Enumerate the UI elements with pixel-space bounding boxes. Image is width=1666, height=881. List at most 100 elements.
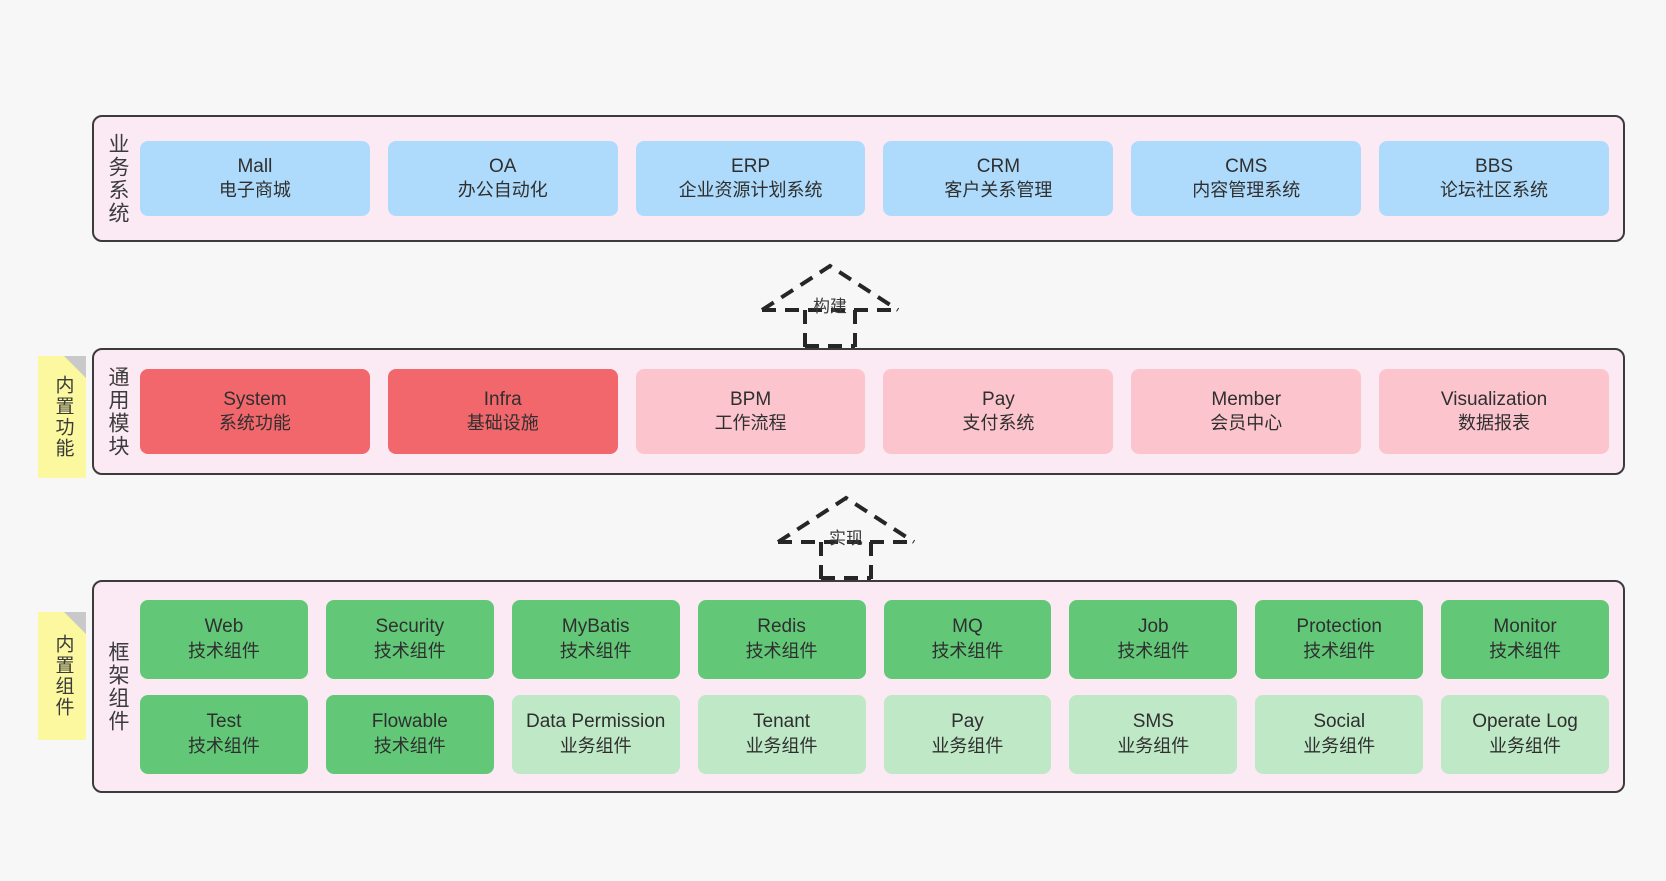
card-title: MQ (952, 616, 983, 638)
connector-build-label: 构建 (813, 297, 847, 316)
card-title: Protection (1296, 616, 1382, 638)
card-title: SMS (1132, 711, 1174, 733)
business-system-layer-title: 业务系统 (106, 132, 130, 225)
framework-component-row-2: Test 技术组件 Flowable 技术组件 Data Permission … (140, 694, 1609, 774)
card-title: Job (1137, 616, 1169, 638)
module-card-member[interactable]: Member 会员中心 (1131, 369, 1362, 454)
card-title: Social (1313, 711, 1366, 733)
card-title: Monitor (1493, 616, 1557, 638)
card-subtitle: 技术组件 (187, 640, 260, 661)
card-title: Test (206, 711, 242, 733)
card-subtitle: 支付系统 (962, 413, 1035, 434)
card-title: Redis (757, 616, 806, 638)
card-subtitle: 技术组件 (1489, 640, 1562, 661)
module-card-pay[interactable]: Pay 支付系统 (883, 369, 1114, 454)
card-title: MyBatis (561, 616, 630, 638)
connector-build: 构建 (752, 258, 908, 348)
module-card-system[interactable]: System 系统功能 (140, 369, 370, 454)
card-title: BPM (729, 388, 772, 410)
card-title: BBS (1475, 155, 1514, 177)
card-title: Web (204, 616, 244, 638)
common-module-layer: 通用模块 System 系统功能 Infra 基础设施 BPM 工作流程 Pay… (92, 348, 1625, 475)
card-subtitle: 客户关系管理 (944, 180, 1053, 201)
note-fold-icon (64, 612, 86, 634)
card-title: Flowable (371, 711, 448, 733)
card-subtitle: 工作流程 (714, 413, 787, 434)
framework-component-layer: 框架组件 Web 技术组件 Security 技术组件 MyBatis 技术组件… (92, 580, 1625, 793)
component-card-job[interactable]: Job 技术组件 (1069, 599, 1238, 679)
component-card-redis[interactable]: Redis 技术组件 (697, 599, 866, 679)
card-subtitle: 技术组件 (559, 640, 632, 661)
module-card-infra[interactable]: Infra 基础设施 (387, 369, 618, 454)
card-title: ERP (731, 155, 771, 177)
card-subtitle: 技术组件 (1117, 640, 1190, 661)
module-card-bpm[interactable]: BPM 工作流程 (635, 369, 866, 454)
card-title: Pay (982, 388, 1015, 410)
component-card-web[interactable]: Web 技术组件 (140, 599, 308, 679)
card-title: Infra (483, 388, 522, 410)
card-title: Operate Log (1472, 711, 1578, 733)
common-module-cards: System 系统功能 Infra 基础设施 BPM 工作流程 Pay 支付系统… (140, 350, 1623, 473)
card-subtitle: 电子商城 (218, 180, 291, 201)
card-subtitle: 技术组件 (745, 640, 818, 661)
card-subtitle: 技术组件 (187, 735, 260, 756)
component-card-protection[interactable]: Protection 技术组件 (1255, 599, 1424, 679)
component-card-monitor[interactable]: Monitor 技术组件 (1441, 599, 1609, 679)
component-card-social[interactable]: Social 业务组件 (1255, 694, 1424, 774)
connector-implement: 实现 (768, 490, 924, 580)
card-subtitle: 业务组件 (745, 735, 818, 756)
card-title: Member (1211, 388, 1282, 410)
component-card-operate-log[interactable]: Operate Log 业务组件 (1441, 694, 1609, 774)
note-builtin-features-text: 内置功能 (52, 375, 74, 459)
card-subtitle: 系统功能 (218, 413, 291, 434)
component-card-data-permission[interactable]: Data Permission 业务组件 (511, 694, 680, 774)
business-card-mall[interactable]: Mall 电子商城 (140, 141, 370, 216)
component-card-mq[interactable]: MQ 技术组件 (883, 599, 1052, 679)
business-system-layer: 业务系统 Mall 电子商城 OA 办公自动化 ERP 企业资源计划系统 CRM… (92, 115, 1625, 242)
component-card-sms[interactable]: SMS 业务组件 (1069, 694, 1238, 774)
card-title: CMS (1225, 155, 1268, 177)
common-module-row: System 系统功能 Infra 基础设施 BPM 工作流程 Pay 支付系统… (140, 369, 1609, 454)
component-card-mybatis[interactable]: MyBatis 技术组件 (511, 599, 680, 679)
card-title: Tenant (753, 711, 811, 733)
component-card-test[interactable]: Test 技术组件 (140, 694, 308, 774)
card-subtitle: 数据报表 (1458, 413, 1531, 434)
card-title: Security (375, 616, 445, 638)
card-subtitle: 技术组件 (373, 640, 446, 661)
note-builtin-components-text: 内置组件 (52, 634, 74, 718)
component-card-flowable[interactable]: Flowable 技术组件 (325, 694, 494, 774)
card-subtitle: 业务组件 (931, 735, 1004, 756)
business-system-row: Mall 电子商城 OA 办公自动化 ERP 企业资源计划系统 CRM 客户关系… (140, 141, 1609, 216)
component-card-tenant[interactable]: Tenant 业务组件 (697, 694, 866, 774)
note-fold-icon (64, 356, 86, 378)
card-subtitle: 办公自动化 (457, 180, 548, 201)
card-subtitle: 论坛社区系统 (1440, 180, 1549, 201)
connector-implement-label: 实现 (829, 529, 863, 548)
card-title: Pay (951, 711, 984, 733)
business-card-oa[interactable]: OA 办公自动化 (387, 141, 618, 216)
card-subtitle: 技术组件 (1303, 640, 1376, 661)
hollow-dashed-arrow-icon (776, 495, 916, 580)
card-title: Visualization (1440, 388, 1548, 410)
card-title: Data Permission (525, 711, 666, 733)
component-card-security[interactable]: Security 技术组件 (325, 599, 494, 679)
business-card-cms[interactable]: CMS 内容管理系统 (1131, 141, 1362, 216)
framework-component-row-1: Web 技术组件 Security 技术组件 MyBatis 技术组件 Redi… (140, 599, 1609, 679)
card-title: Mall (237, 155, 273, 177)
common-module-layer-title: 通用模块 (106, 365, 130, 458)
note-builtin-components: 内置组件 (38, 612, 86, 740)
business-card-bbs[interactable]: BBS 论坛社区系统 (1379, 141, 1609, 216)
card-subtitle: 业务组件 (1489, 735, 1562, 756)
framework-component-layer-title: 框架组件 (106, 640, 130, 733)
card-subtitle: 会员中心 (1210, 413, 1283, 434)
note-builtin-features: 内置功能 (38, 356, 86, 478)
card-subtitle: 业务组件 (1117, 735, 1190, 756)
business-card-erp[interactable]: ERP 企业资源计划系统 (635, 141, 866, 216)
card-subtitle: 企业资源计划系统 (678, 180, 823, 201)
card-subtitle: 业务组件 (559, 735, 632, 756)
component-card-pay[interactable]: Pay 业务组件 (883, 694, 1052, 774)
module-card-visualization[interactable]: Visualization 数据报表 (1379, 369, 1609, 454)
business-card-crm[interactable]: CRM 客户关系管理 (883, 141, 1114, 216)
card-subtitle: 技术组件 (373, 735, 446, 756)
